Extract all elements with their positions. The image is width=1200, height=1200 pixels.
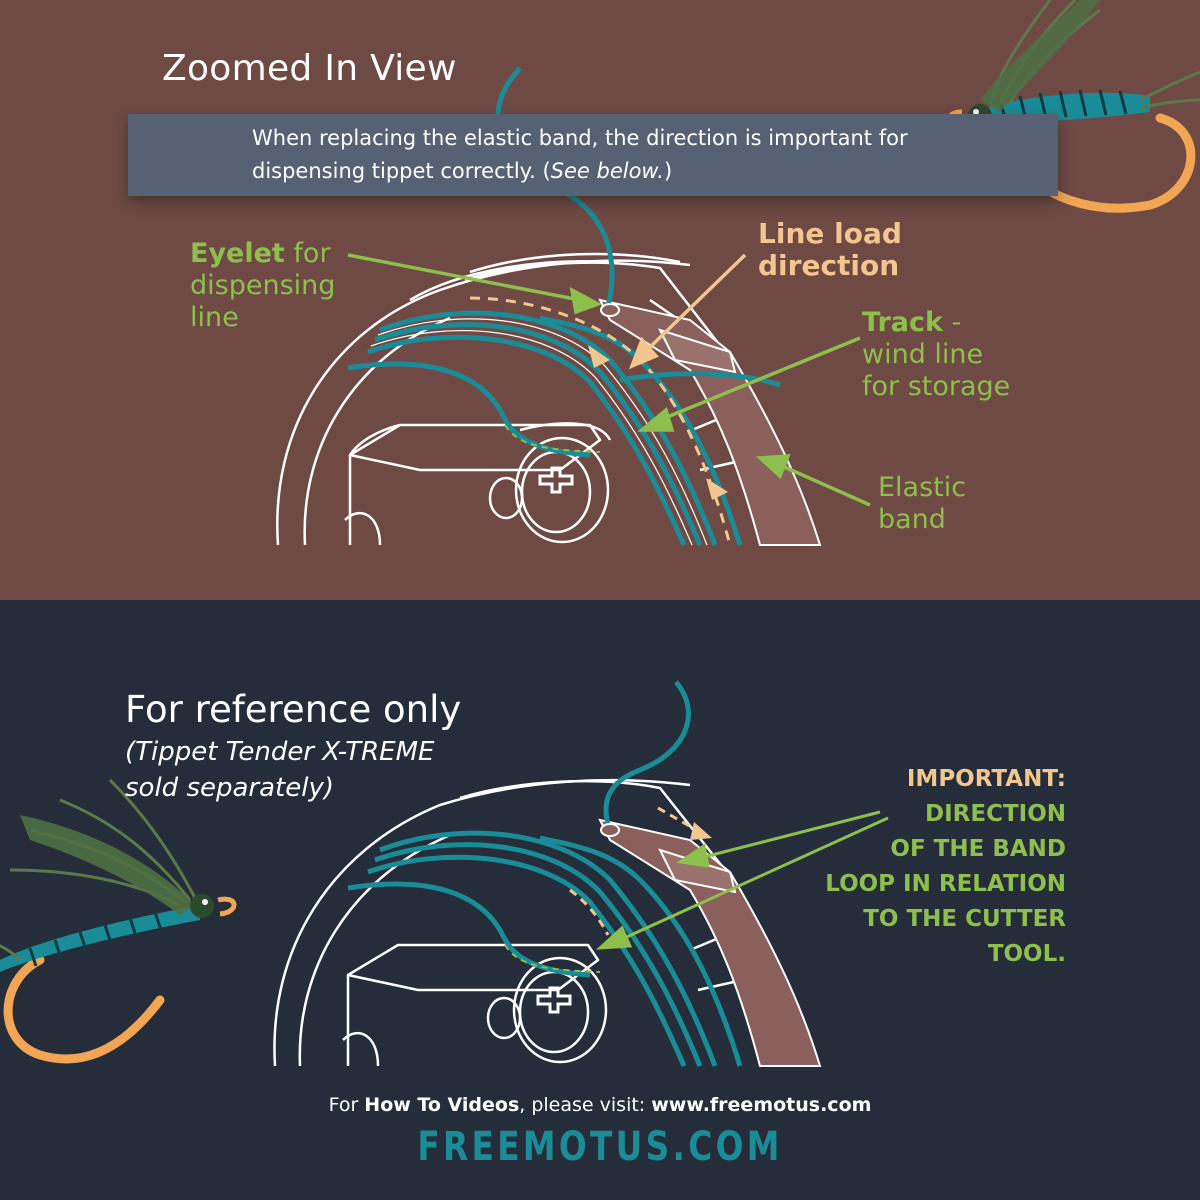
eyelet-label-line2: dispensing xyxy=(190,270,336,301)
footer-how-to-videos: How To Videos xyxy=(364,1094,520,1116)
important-callout: IMPORTANT: DIRECTION OF THE BAND LOOP IN… xyxy=(825,762,1066,972)
footer-prefix: For xyxy=(328,1094,365,1116)
reference-subtitle-line2: sold separately) xyxy=(125,773,334,803)
banner-text: When replacing the elastic band, the dir… xyxy=(252,122,972,188)
fly-lure-icon-bottom xyxy=(0,778,237,1064)
eyelet-label-rest: for xyxy=(284,238,331,269)
eyelet-label-bold: Eyelet xyxy=(190,238,285,269)
track-label: Track - wind line for storage xyxy=(862,307,1010,403)
banner-text-main: When replacing the elastic band, the dir… xyxy=(252,126,908,183)
info-banner xyxy=(128,114,1058,196)
elastic-label-line1: Elastic xyxy=(878,472,967,503)
eyelet-label: Eyelet for dispensing line xyxy=(190,238,335,334)
banner-text-end: ) xyxy=(663,159,673,183)
track-label-rest: - xyxy=(942,307,962,338)
reference-subtitle: (Tippet Tender X-TREME sold separately) xyxy=(125,734,434,806)
reference-subtitle-line1: (Tippet Tender X-TREME xyxy=(125,737,435,767)
track-label-line3: for storage xyxy=(862,371,1011,402)
zoomed-panel: Zoomed In View When replacing the elasti… xyxy=(0,0,1200,600)
elastic-band-label: Elastic band xyxy=(878,472,966,536)
track-label-line2: wind line xyxy=(862,339,984,370)
line-load-label-line2: direction xyxy=(758,249,900,282)
footer-text: For How To Videos, please visit: www.fre… xyxy=(0,1094,1200,1116)
important-body: DIRECTION OF THE BAND LOOP IN RELATION T… xyxy=(825,801,1066,967)
eyelet-label-line3: line xyxy=(190,302,239,333)
track-label-bold: Track xyxy=(862,307,943,338)
line-load-label: Line load direction xyxy=(758,218,902,282)
zoomed-title: Zoomed In View xyxy=(162,48,457,89)
spool-illustration-bottom xyxy=(0,680,889,1067)
footer-middle: , please visit: xyxy=(519,1094,652,1116)
spool-illustration-top xyxy=(276,0,1200,547)
elastic-label-line2: band xyxy=(878,504,946,535)
reference-title: For reference only xyxy=(125,688,462,731)
line-load-label-line1: Line load xyxy=(758,217,902,250)
banner-text-italic: See below. xyxy=(550,159,664,183)
important-heading: IMPORTANT: xyxy=(906,766,1066,792)
reference-panel: For reference only (Tippet Tender X-TREM… xyxy=(0,600,1200,1200)
footer-url-link[interactable]: www.freemotus.com xyxy=(651,1094,872,1116)
brand-logo[interactable]: FREEMOTUS.COM xyxy=(417,1124,783,1170)
